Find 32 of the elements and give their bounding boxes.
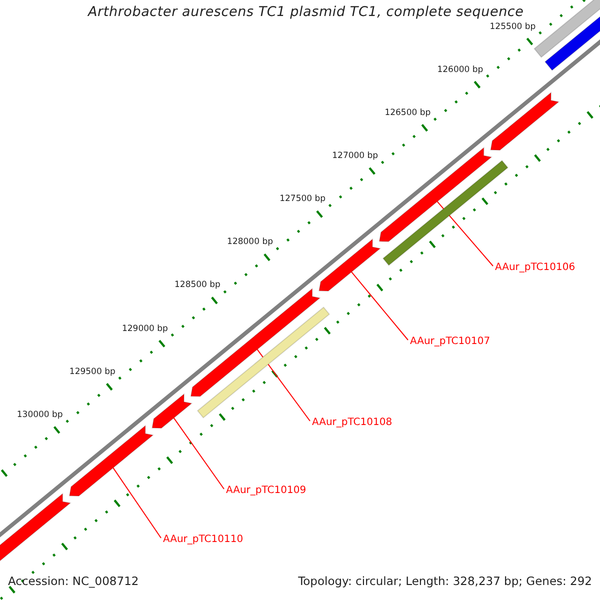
gene-block (318, 238, 382, 292)
scale-label: 129000 bp (122, 324, 168, 335)
gene-block (190, 288, 321, 397)
scale-label: 126000 bp (437, 64, 484, 76)
gene-block (378, 146, 493, 242)
feature-bar (544, 14, 600, 71)
leader-line (112, 467, 162, 538)
gene-label: AAur_pTC10109 (226, 484, 306, 497)
feature-bar (534, 0, 600, 58)
scale-label: 127500 bp (280, 194, 326, 206)
gene-block (490, 92, 560, 151)
title: Arthrobacter aurescens TC1 plasmid TC1, complete sequence (88, 4, 524, 20)
gene-label: AAur_pTC10107 (410, 335, 490, 348)
scale-label: 128500 bp (174, 280, 220, 292)
leader-line (173, 417, 224, 490)
sequence-info: Topology: circular; Length: 328,237 bp; Genes: 292 (298, 574, 592, 588)
scale-label: 130000 bp (16, 410, 63, 421)
scale-label: 128000 bp (227, 237, 273, 248)
gene-label: AAur_pTC10108 (312, 416, 392, 429)
scale-label: 129500 bp (69, 366, 116, 378)
feature-bar (196, 306, 330, 418)
gene-label: AAur_pTC10106 (495, 261, 576, 274)
leader-line (256, 348, 310, 422)
scale-label: 126500 bp (384, 108, 431, 119)
leader-line (351, 271, 408, 340)
leader-line (436, 201, 494, 266)
scale-label: 125500 bp (490, 22, 536, 32)
scale-label: 127000 bp (332, 150, 378, 162)
gene-block (152, 393, 193, 429)
accession-label: Accession: NC_008712 (8, 574, 139, 588)
gene-block (68, 424, 154, 496)
gene-label: AAur_pTC10110 (163, 533, 244, 546)
